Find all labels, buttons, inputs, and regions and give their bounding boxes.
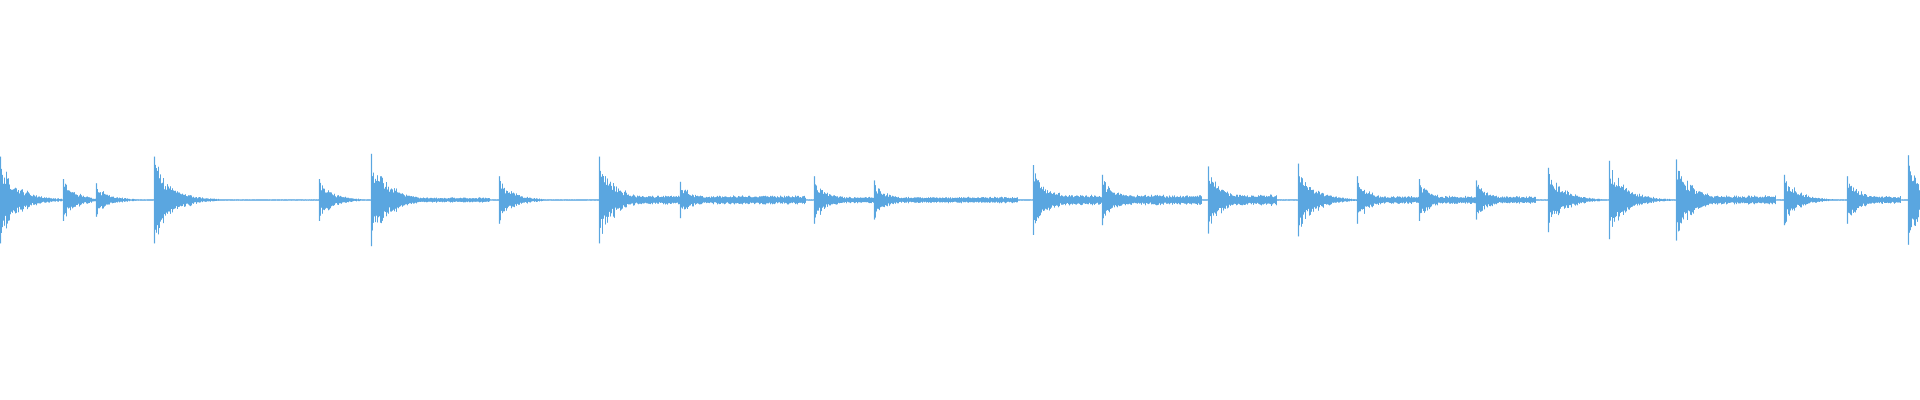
waveform-trace [0,160,1920,237]
waveform-samples [0,153,1920,247]
